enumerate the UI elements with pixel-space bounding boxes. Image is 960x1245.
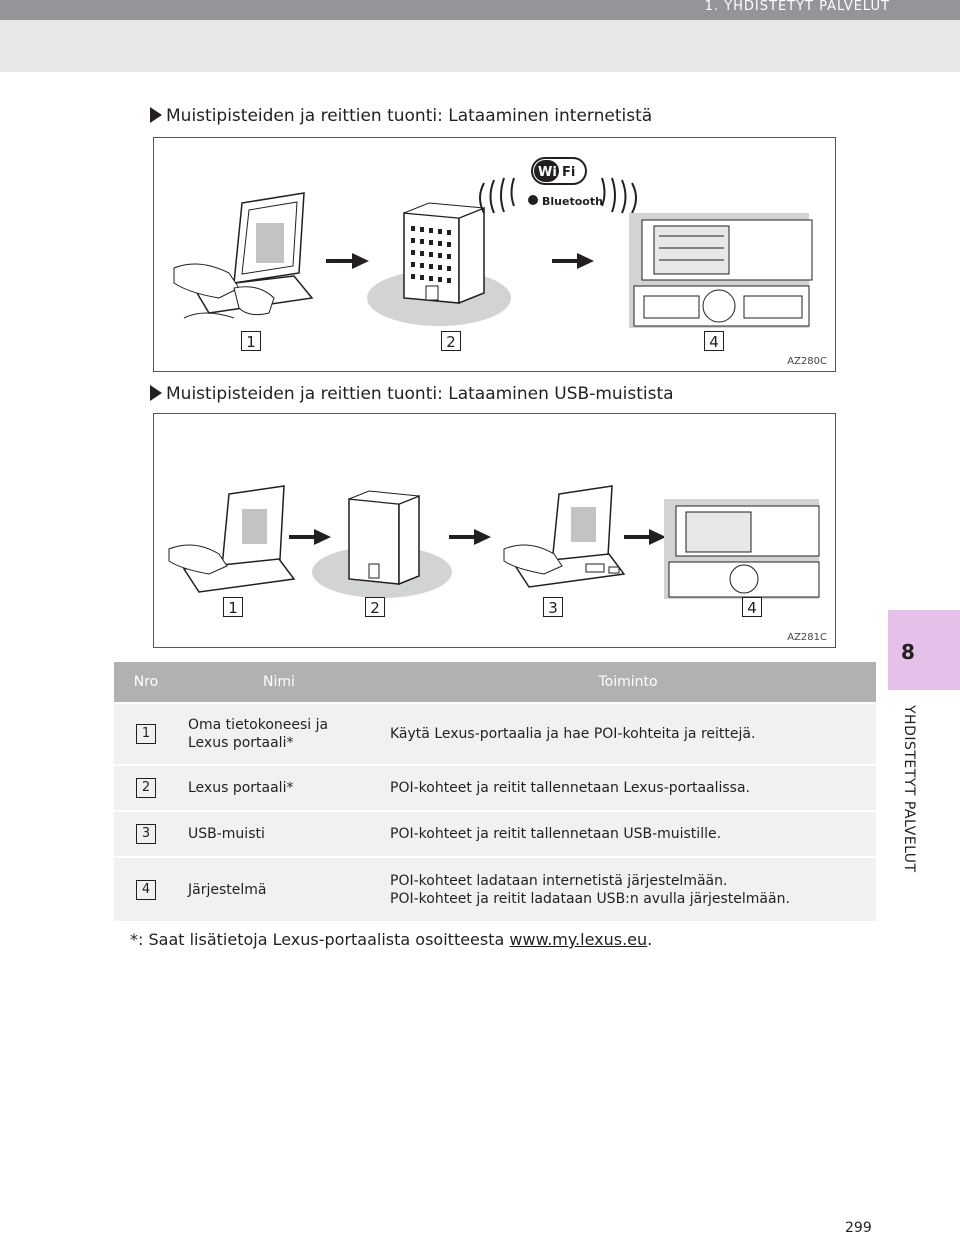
step-marker: 2 — [441, 331, 461, 351]
heading-text: Muistipisteiden ja reittien tuonti: Lata… — [166, 384, 674, 404]
header-bar: 1. YHDISTETYT PALVELUT — [0, 0, 960, 72]
row-number: 2 — [136, 778, 156, 798]
figure-code: AZ281C — [787, 632, 827, 643]
row-name: Järjestelmä — [178, 856, 380, 921]
internet-download-illustration: Wi Fi Bluetooth — [173, 157, 813, 328]
usb-download-illustration — [168, 485, 820, 599]
laptop-usb-icon — [503, 485, 626, 588]
row-name: USB-muisti — [178, 810, 380, 857]
header-strip — [0, 0, 960, 20]
function-table: Nro Nimi Toiminto 1 Oma tietokoneesi ja … — [114, 662, 876, 921]
figure-code: AZ280C — [787, 356, 827, 367]
step-marker: 3 — [543, 597, 563, 617]
svg-text:Fi: Fi — [562, 165, 575, 180]
arrow-right-icon — [449, 529, 491, 545]
server-building-icon — [312, 490, 452, 598]
row-name: Oma tietokoneesi ja Lexus portaali* — [178, 702, 380, 765]
car-dashboard-icon — [629, 213, 813, 328]
triangle-bullet-icon — [150, 385, 162, 401]
footnote-end: . — [647, 930, 653, 949]
row-function: POI-kohteet ja reitit tallennetaan Lexus… — [380, 764, 876, 811]
figure-internet-download: Wi Fi Bluetooth 1 2 4 AZ280C — [153, 137, 836, 372]
row-function: POI-kohteet ladataan internetistä järjes… — [380, 856, 876, 921]
chapter-title: 1. YHDISTETYT PALVELUT — [704, 0, 890, 14]
column-header-nro: Nro — [114, 662, 178, 703]
column-header-nimi: Nimi — [178, 662, 380, 703]
row-number: 3 — [136, 824, 156, 844]
heading-text: Muistipisteiden ja reittien tuonti: Lata… — [166, 106, 653, 126]
section-heading-usb: Muistipisteiden ja reittien tuonti: Lata… — [150, 384, 674, 404]
table-row: 2 Lexus portaali* POI-kohteet ja reitit … — [114, 764, 876, 811]
column-header-toiminto: Toiminto — [380, 662, 876, 703]
row-name: Lexus portaali* — [178, 764, 380, 811]
step-marker: 4 — [704, 331, 724, 351]
footnote-text: *: Saat lisätietoja Lexus-portaalista os… — [130, 930, 510, 949]
triangle-bullet-icon — [150, 107, 162, 123]
arrow-right-icon — [289, 529, 331, 545]
figure-usb-download: 1 2 3 4 AZ281C — [153, 413, 836, 648]
row-number: 1 — [136, 724, 156, 744]
wifi-logo-icon: Wi Fi — [531, 157, 587, 185]
arrow-right-icon — [624, 529, 666, 545]
chapter-number: 8 — [901, 640, 915, 664]
step-marker: 2 — [365, 597, 385, 617]
chapter-side-label: YHDISTETYT PALVELUT — [893, 705, 923, 915]
svg-text:Bluetooth: Bluetooth — [542, 195, 603, 208]
footnote: *: Saat lisätietoja Lexus-portaalista os… — [130, 930, 652, 949]
table-header-row: Nro Nimi Toiminto — [114, 662, 876, 703]
table-row: 4 Järjestelmä POI-kohteet ladataan inter… — [114, 856, 876, 921]
lexus-portal-link[interactable]: www.my.lexus.eu — [509, 930, 648, 949]
svg-text:Wi: Wi — [538, 165, 557, 180]
server-building-icon — [367, 202, 511, 326]
chapter-tab[interactable]: 8 — [888, 610, 960, 690]
page-number: 299 — [845, 1220, 872, 1236]
step-marker: 1 — [241, 331, 261, 351]
signal-waves-icon — [479, 177, 637, 214]
laptop-icon — [173, 192, 314, 319]
arrow-right-icon — [326, 253, 369, 269]
bluetooth-logo-icon: Bluetooth — [528, 195, 603, 208]
section-heading-internet: Muistipisteiden ja reittien tuonti: Lata… — [150, 106, 652, 126]
step-marker: 4 — [742, 597, 762, 617]
step-marker: 1 — [223, 597, 243, 617]
row-function: POI-kohteet ja reitit tallennetaan USB-m… — [380, 810, 876, 857]
laptop-icon — [168, 485, 296, 593]
table-row: 1 Oma tietokoneesi ja Lexus portaali* Kä… — [114, 702, 876, 765]
chapter-side-text: YHDISTETYT PALVELUT — [901, 705, 917, 873]
row-function: Käytä Lexus-portaalia ja hae POI-kohteit… — [380, 702, 876, 765]
arrow-right-icon — [552, 253, 594, 269]
table-row: 3 USB-muisti POI-kohteet ja reitit talle… — [114, 810, 876, 857]
car-dashboard-icon — [664, 499, 820, 599]
row-number: 4 — [136, 879, 156, 900]
